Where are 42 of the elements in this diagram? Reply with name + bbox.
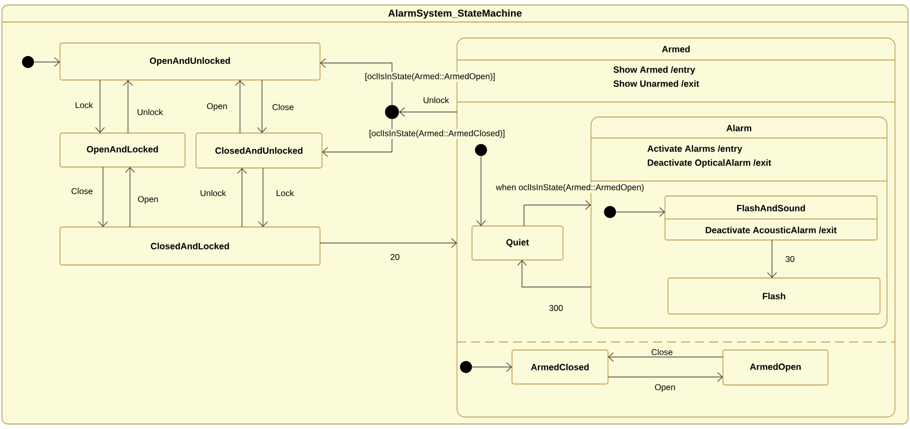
initial-dot — [475, 144, 487, 156]
state-box: Flash — [668, 278, 880, 314]
state-box: Quiet — [472, 226, 564, 260]
arrow — [524, 200, 591, 226]
initial-dot — [460, 361, 472, 373]
arrow — [125, 167, 135, 228]
arrow — [472, 362, 512, 372]
state-box: OpenAndUnlocked — [60, 42, 320, 80]
edge-label: when oclIsInState(Armed::ArmedOpen) — [494, 183, 646, 193]
initial-dot — [22, 56, 34, 68]
arrow — [235, 80, 245, 134]
edge-label: Open — [206, 102, 228, 112]
junction-dot — [385, 105, 399, 119]
state-box: ArmedOpen — [722, 350, 828, 386]
arrow — [517, 260, 592, 288]
arrow — [320, 238, 457, 248]
arrow — [257, 80, 267, 133]
edge-label: Open — [654, 383, 676, 393]
state-box: ArmedClosed — [512, 350, 608, 384]
arrow — [399, 107, 458, 117]
state-box: OpenAndLocked — [60, 132, 186, 168]
arrow — [616, 207, 665, 217]
frame-title: AlarmSystem_StateMachine — [388, 9, 522, 19]
arrow — [767, 240, 777, 278]
arrow — [258, 168, 268, 227]
initial-dot — [604, 206, 616, 218]
arrow — [34, 57, 60, 67]
state-box: FlashAndSound Deactivate AcousticAlarm /exit — [664, 196, 878, 240]
arrow — [608, 352, 724, 362]
state-box: ClosedAndLocked — [60, 226, 320, 266]
state-box: ClosedAndUnlocked — [196, 132, 322, 168]
arrow — [237, 168, 247, 228]
arrow — [95, 80, 105, 133]
arrow — [608, 372, 723, 382]
arrow — [98, 166, 108, 227]
arrow — [123, 80, 133, 134]
arrow — [320, 58, 392, 106]
edge-label: [oclIsInState(Armed::ArmedOpen)] — [364, 72, 496, 82]
arrow — [476, 156, 486, 226]
edge-label: Open — [136, 195, 160, 205]
arrow — [322, 118, 392, 157]
edge-label: [oclIsInState(Armed::ArmedClosed)] — [368, 129, 506, 139]
